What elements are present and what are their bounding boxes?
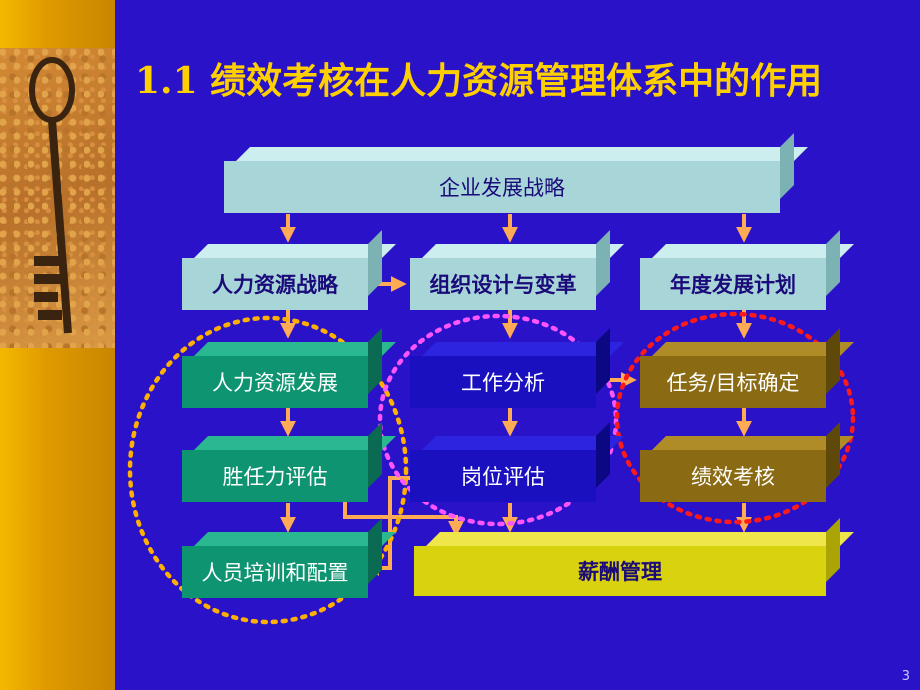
node-hr-strategy-label: 人力资源战略 [212,273,338,297]
node-competency: 胜任力评估 [182,450,368,502]
circle-job-analysis-group [377,313,619,527]
sidebar-decoration [0,0,115,690]
arrow-competency-to-compensation [343,500,464,537]
slide-title: 1.1 绩效考核在人力资源管理体系中的作用 [135,60,823,102]
node-task-goal-label: 任务/目标确定 [666,371,800,395]
node-job-analysis-label: 工作分析 [461,371,545,395]
node-training: 人员培训和配置 [182,546,368,598]
node-org-design-label: 组织设计与变革 [429,273,577,297]
node-compensation: 薪酬管理 [414,546,826,596]
key-icon [29,57,75,334]
node-performance-label: 绩效考核 [691,465,775,489]
circle-performance-group [614,311,856,525]
node-training-label: 人员培训和配置 [201,561,349,585]
node-compensation-label: 薪酬管理 [578,560,662,584]
node-task-goal: 任务/目标确定 [640,356,826,408]
node-hr-development: 人力资源发展 [182,356,368,408]
node-strategy-label: 企业发展战略 [439,176,565,200]
node-strategy: 企业发展战略 [224,161,780,213]
node-performance: 绩效考核 [640,450,826,502]
node-position-eval: 岗位评估 [410,450,596,502]
page-number: 3 [901,669,910,684]
node-competency-label: 胜任力评估 [222,465,328,489]
node-hr-strategy: 人力资源战略 [182,258,368,310]
node-job-analysis: 工作分析 [410,356,596,408]
circle-hr-development-group [127,315,409,625]
node-org-design: 组织设计与变革 [410,258,596,310]
node-annual-plan: 年度发展计划 [640,258,826,310]
node-position-eval-label: 岗位评估 [461,465,545,489]
node-hr-development-label: 人力资源发展 [212,371,338,395]
key-photo [0,48,115,348]
node-annual-plan-label: 年度发展计划 [670,273,796,297]
